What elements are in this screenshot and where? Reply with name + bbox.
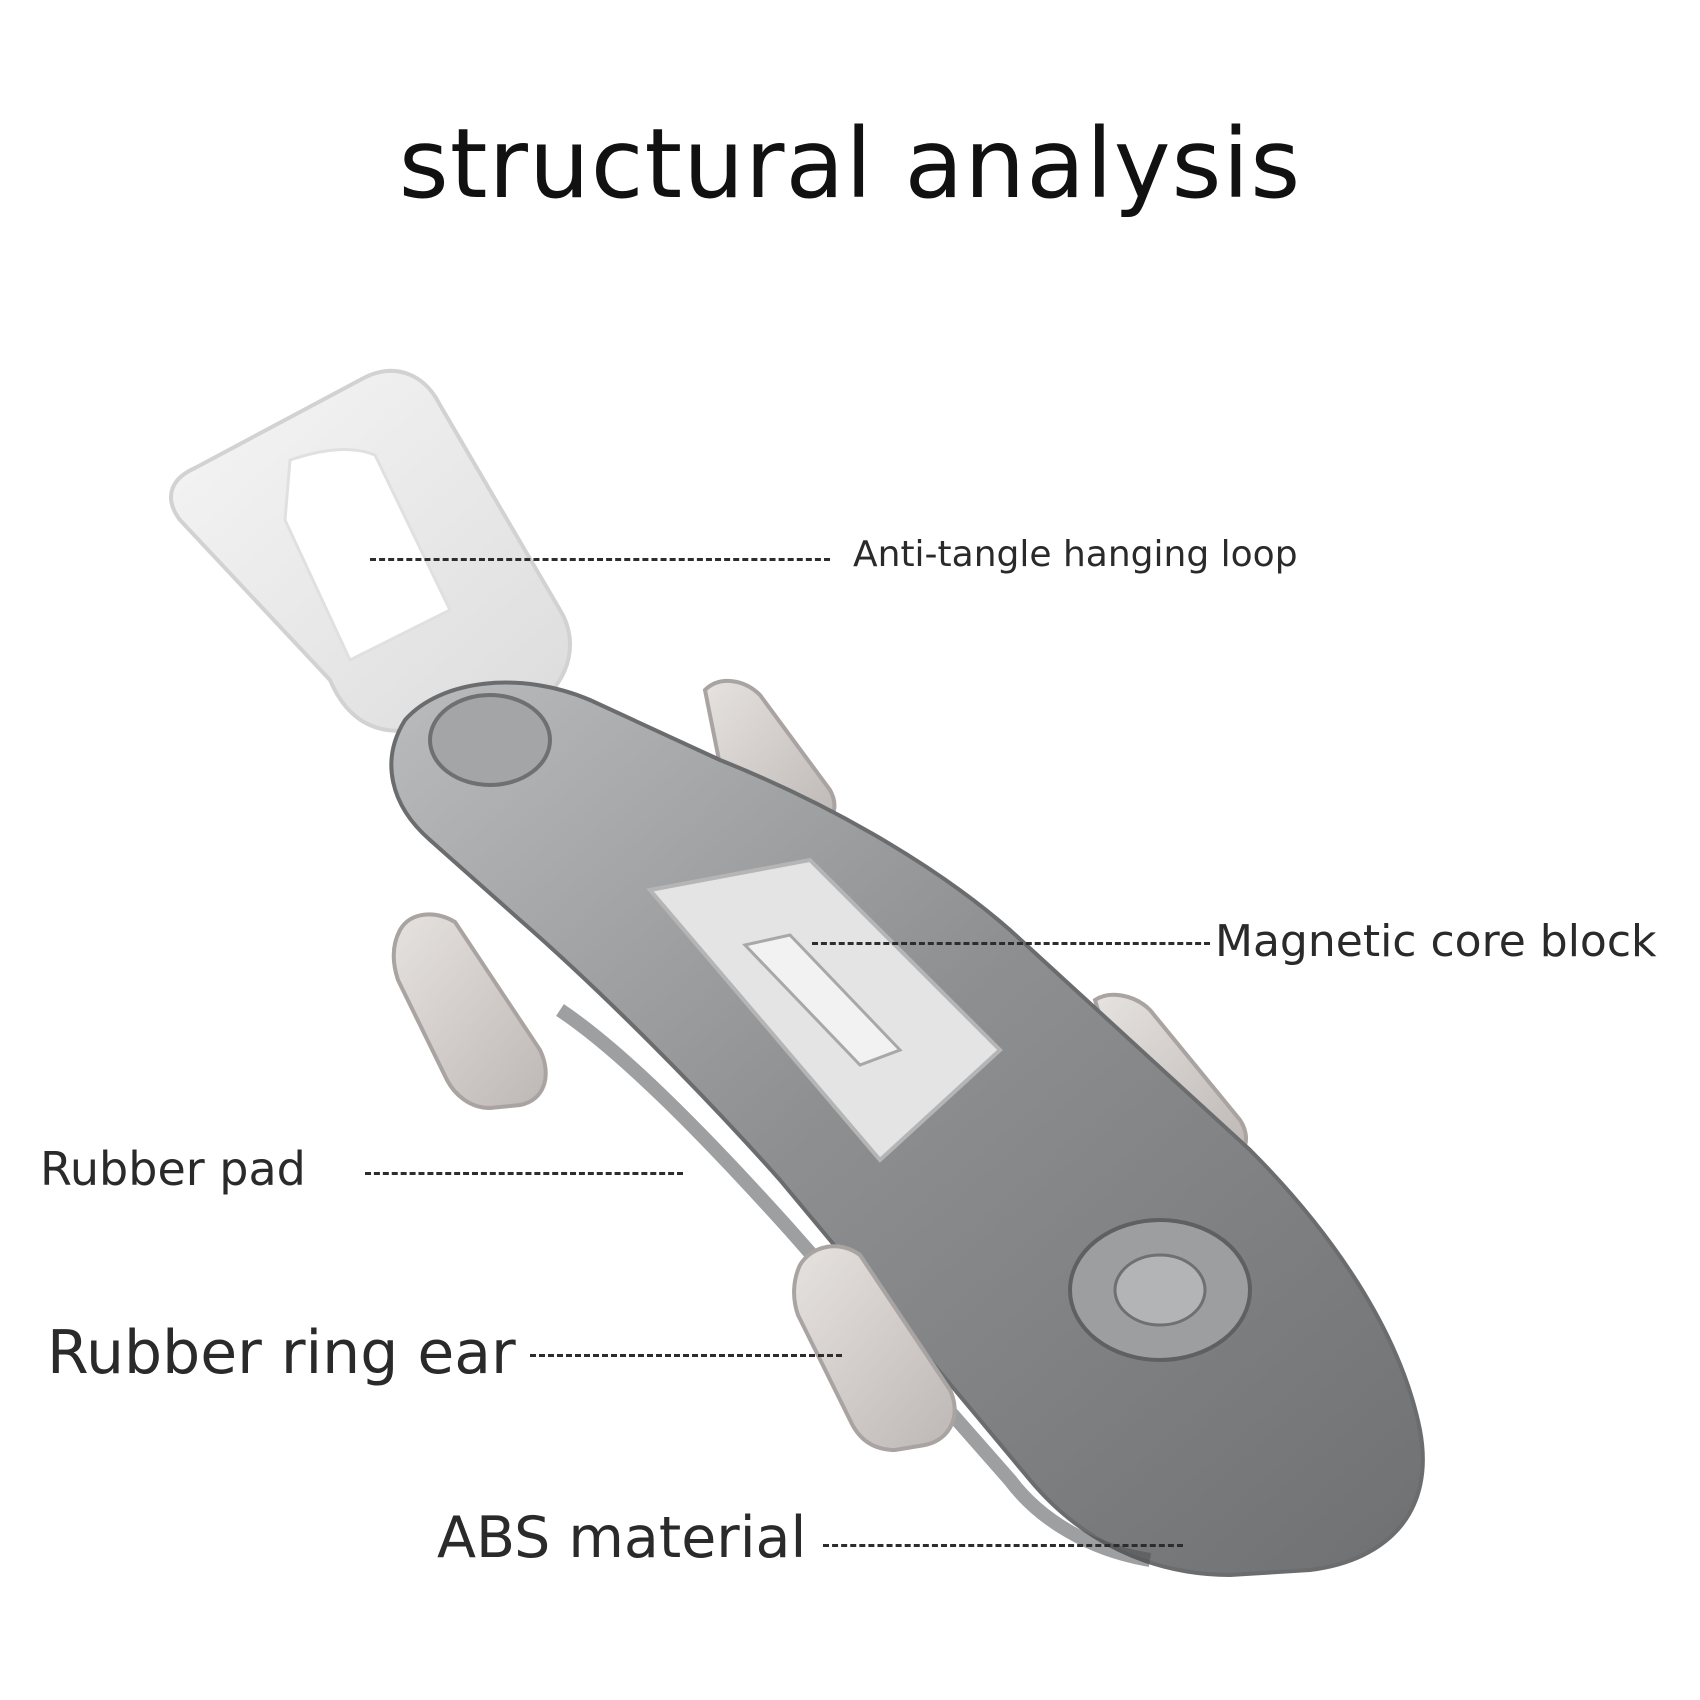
callout-abs-material: ABS material: [437, 1505, 807, 1571]
leader-line-ear: [530, 1354, 842, 1357]
rubber-ring-ear-left: [391, 912, 548, 1111]
callout-magnetic-core-block: Magnetic core block: [1215, 916, 1657, 967]
page-title: structural analysis: [398, 108, 1302, 220]
rubber-ring-ear-bottom: [792, 1244, 957, 1453]
callout-rubber-pad: Rubber pad: [40, 1142, 306, 1196]
callout-rubber-ring-ear: Rubber ring ear: [47, 1318, 516, 1388]
leader-line-pad: [365, 1172, 683, 1175]
magnetic-core-block: [646, 857, 1003, 1163]
hanging-loop: [169, 369, 572, 733]
leader-line-core: [812, 942, 1210, 945]
leader-line-loop: [370, 558, 830, 561]
callout-anti-tangle-hanging-loop: Anti-tangle hanging loop: [853, 534, 1298, 575]
leader-line-abs: [823, 1544, 1183, 1547]
